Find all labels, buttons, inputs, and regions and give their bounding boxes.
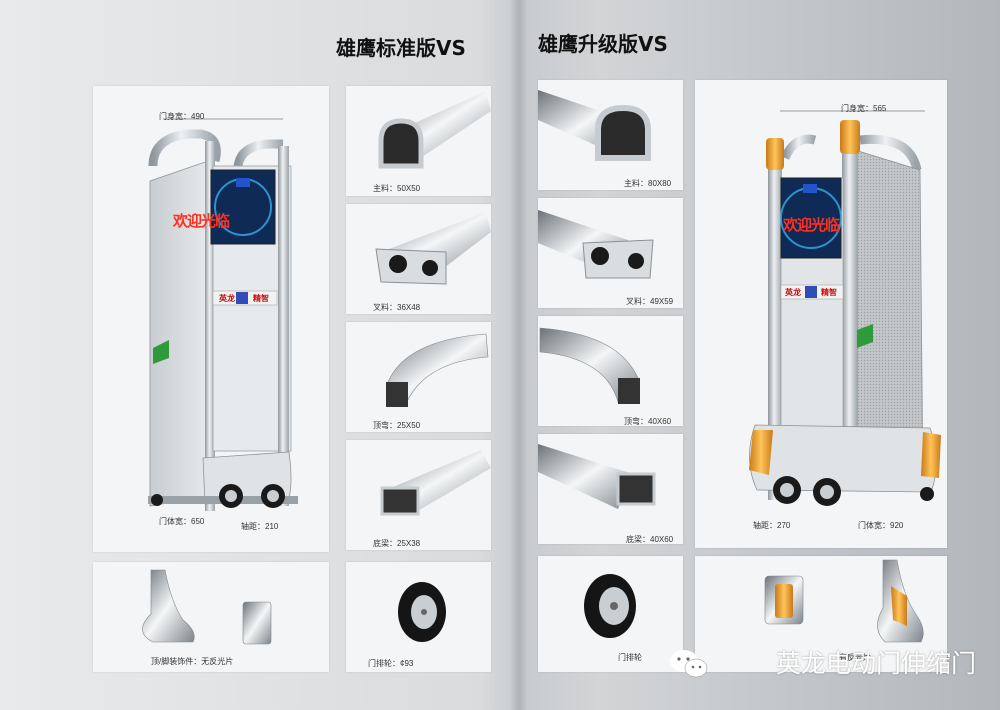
wheel-image: [398, 582, 446, 642]
left-accessory-card: 顶/脚装饰件：无反光片: [93, 562, 329, 672]
upgraded-gate-illustration: [749, 110, 941, 506]
part-label: 顶弯：25X50: [373, 421, 421, 430]
part-label: 叉料：36X48: [373, 303, 421, 312]
decor-pieces-image: [764, 559, 924, 643]
wheel-label: 门排轮：¢93: [368, 659, 414, 668]
body-width-label: 门体宽：920: [858, 521, 904, 530]
right-accessory-card: 有反光片: [695, 556, 947, 672]
brand-text-left: 英龙: [219, 294, 235, 303]
left-wheel-card: 门排轮：¢93: [346, 562, 491, 672]
left-title: 雄鹰标准版VS: [336, 36, 466, 60]
left-part-card: 叉料：36X48: [346, 204, 491, 314]
body-width-label: 门体宽：650: [159, 517, 205, 526]
left-part-card: 顶弯：25X50: [346, 322, 491, 432]
left-main-card: 门身宽：490 欢迎光临 英龙 精智 门体宽：650 轴距：210: [93, 86, 329, 552]
part-label: 顶弯：40X60: [624, 417, 672, 426]
page-spine: [510, 0, 528, 710]
fork-tube-image: [375, 212, 491, 285]
part-label: 底梁：25X38: [373, 539, 421, 548]
right-part-card: 叉料：49X59: [538, 198, 683, 308]
standard-gate-illustration: [148, 118, 298, 511]
wheel-label: 门排轮: [618, 653, 642, 662]
base-beam-image: [538, 444, 656, 509]
part-label: 主料：50X50: [373, 184, 421, 193]
led-welcome-text: 欢迎光临: [173, 213, 230, 230]
wechat-icon: [670, 650, 708, 678]
accessory-label: 有反光片: [839, 653, 871, 662]
watermark-text: 英龙电动门伸缩门: [775, 649, 976, 678]
led-welcome-text: 欢迎光临: [783, 217, 840, 234]
part-label: 底梁：40X60: [626, 535, 674, 544]
door-width-label: 门身宽：565: [841, 104, 887, 113]
decor-pieces-image: [142, 569, 272, 645]
brand-text-left: 英龙: [785, 288, 801, 297]
fork-tube-image: [538, 210, 654, 279]
left-part-card: 底梁：25X38: [346, 440, 491, 550]
top-bend-image: [539, 327, 640, 404]
brand-text-right: 精智: [253, 294, 269, 303]
wheelbase-label: 轴距：210: [241, 522, 279, 531]
right-part-card: 主料：80X80: [538, 80, 683, 190]
part-label: 叉料：49X59: [626, 297, 674, 306]
wheelbase-label: 轴距：270: [753, 521, 791, 530]
top-bend-image: [386, 333, 489, 407]
brand-text-right: 精智: [821, 288, 837, 297]
main-tube-image: [538, 90, 651, 161]
right-wheel-card: 门排轮: [538, 556, 683, 672]
right-part-card: 顶弯：40X60: [538, 316, 683, 426]
right-part-card: 底梁：40X60: [538, 434, 683, 544]
base-beam-image: [380, 450, 491, 516]
right-title: 雄鹰升级版VS: [538, 32, 668, 56]
main-tube-image: [378, 91, 491, 169]
right-main-card: 门身宽：565 欢迎光临 英龙 精智 轴距：270 门体宽：920: [695, 80, 947, 548]
accessory-label: 顶/脚装饰件：无反光片: [151, 657, 234, 666]
left-part-card: 主料：50X50: [346, 86, 491, 196]
part-label: 主料：80X80: [624, 179, 672, 188]
door-width-label: 门身宽：490: [159, 112, 205, 121]
wheel-image: [584, 574, 636, 638]
